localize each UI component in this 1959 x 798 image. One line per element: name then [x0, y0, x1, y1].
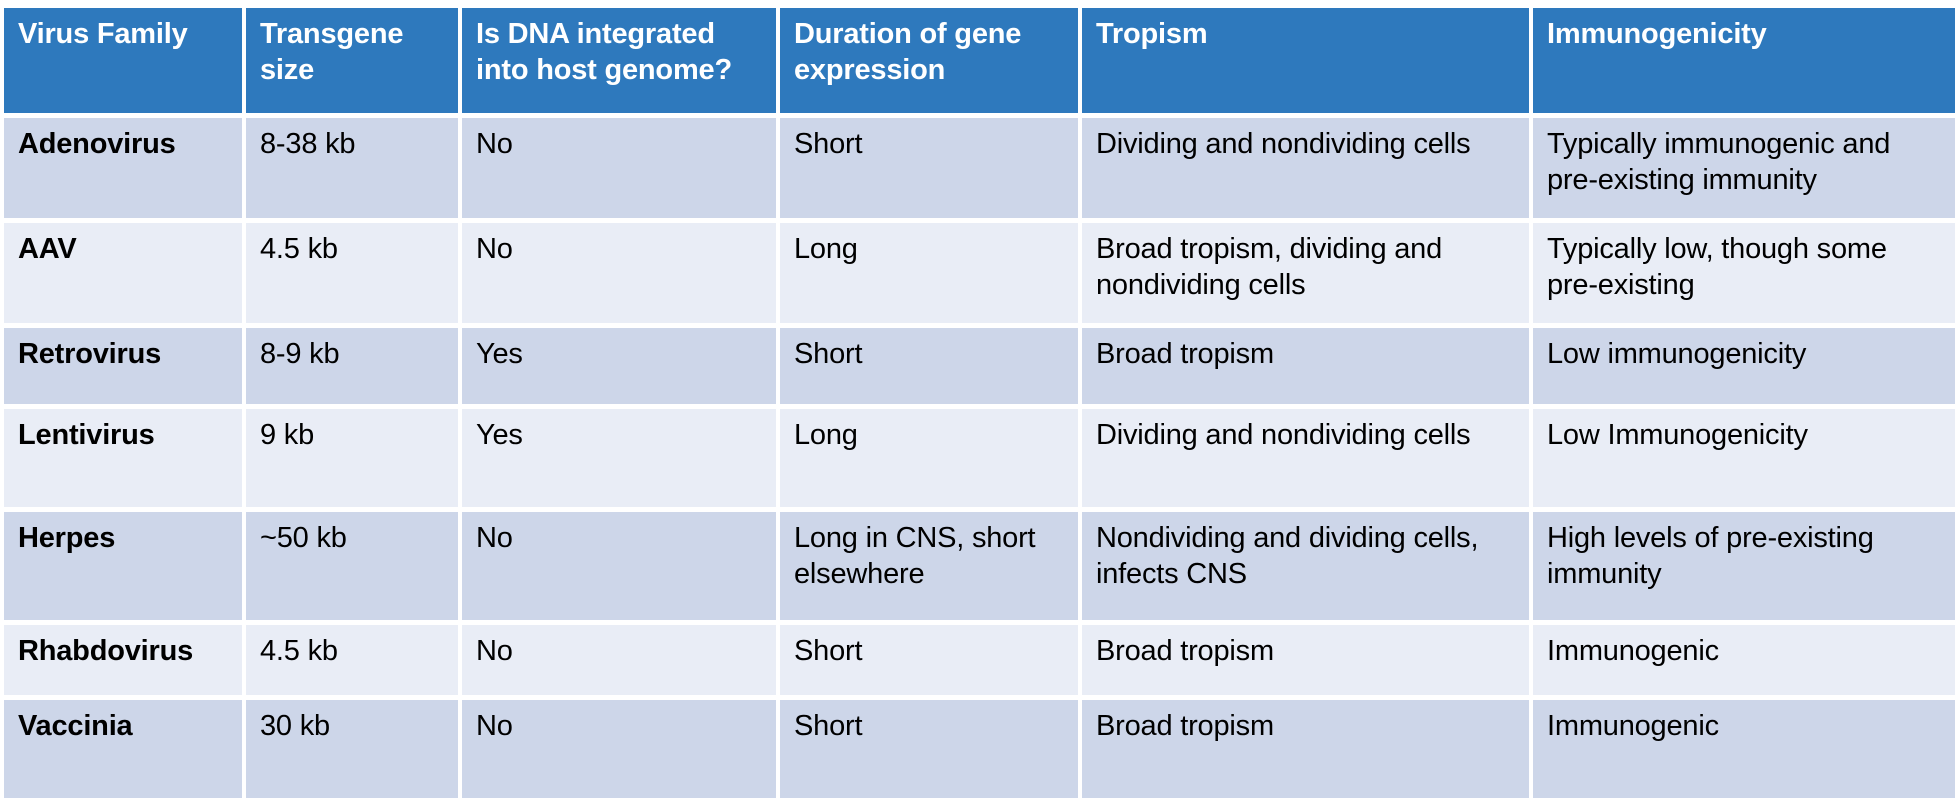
- cell-duration: Long: [780, 409, 1078, 507]
- cell-integrated: No: [462, 625, 776, 695]
- cell-immunogenicity: Low Immunogenicity: [1533, 409, 1955, 507]
- cell-duration: Long: [780, 223, 1078, 323]
- cell-tropism: Dividing and nondividing cells: [1082, 118, 1529, 218]
- cell-family: AAV: [4, 223, 242, 323]
- cell-family: Retrovirus: [4, 328, 242, 404]
- cell-family: Lentivirus: [4, 409, 242, 507]
- cell-integrated: No: [462, 118, 776, 218]
- cell-immunogenicity: Typically low, though some pre-existing: [1533, 223, 1955, 323]
- cell-tropism: Broad tropism: [1082, 625, 1529, 695]
- cell-integrated: No: [462, 512, 776, 620]
- column-header-integrated: Is DNA integrated into host genome?: [462, 8, 776, 113]
- cell-tropism: Broad tropism: [1082, 328, 1529, 404]
- cell-size: 9 kb: [246, 409, 458, 507]
- cell-duration: Short: [780, 625, 1078, 695]
- cell-immunogenicity: Low immunogenicity: [1533, 328, 1955, 404]
- cell-size: 8-9 kb: [246, 328, 458, 404]
- column-header-duration: Duration of gene expression: [780, 8, 1078, 113]
- cell-family: Rhabdovirus: [4, 625, 242, 695]
- cell-integrated: No: [462, 700, 776, 798]
- cell-duration: Short: [780, 118, 1078, 218]
- column-header-tropism: Tropism: [1082, 8, 1529, 113]
- cell-tropism: Dividing and nondividing cells: [1082, 409, 1529, 507]
- cell-size: 30 kb: [246, 700, 458, 798]
- cell-duration: Short: [780, 328, 1078, 404]
- cell-family: Vaccinia: [4, 700, 242, 798]
- cell-integrated: No: [462, 223, 776, 323]
- cell-immunogenicity: Typically immunogenic and pre-existing i…: [1533, 118, 1955, 218]
- cell-tropism: Nondividing and dividing cells, infects …: [1082, 512, 1529, 620]
- cell-family: Herpes: [4, 512, 242, 620]
- column-header-immunogenicity: Immunogenicity: [1533, 8, 1955, 113]
- cell-integrated: Yes: [462, 409, 776, 507]
- cell-immunogenicity: High levels of pre-existing immunity: [1533, 512, 1955, 620]
- cell-immunogenicity: Immunogenic: [1533, 625, 1955, 695]
- cell-tropism: Broad tropism, dividing and nondividing …: [1082, 223, 1529, 323]
- cell-size: 4.5 kb: [246, 223, 458, 323]
- cell-immunogenicity: Immunogenic: [1533, 700, 1955, 798]
- cell-tropism: Broad tropism: [1082, 700, 1529, 798]
- cell-duration: Short: [780, 700, 1078, 798]
- cell-family: Adenovirus: [4, 118, 242, 218]
- cell-size: ~50 kb: [246, 512, 458, 620]
- cell-duration: Long in CNS, short elsewhere: [780, 512, 1078, 620]
- column-header-size: Transgene size: [246, 8, 458, 113]
- cell-size: 8-38 kb: [246, 118, 458, 218]
- cell-integrated: Yes: [462, 328, 776, 404]
- cell-size: 4.5 kb: [246, 625, 458, 695]
- column-header-family: Virus Family: [4, 8, 242, 113]
